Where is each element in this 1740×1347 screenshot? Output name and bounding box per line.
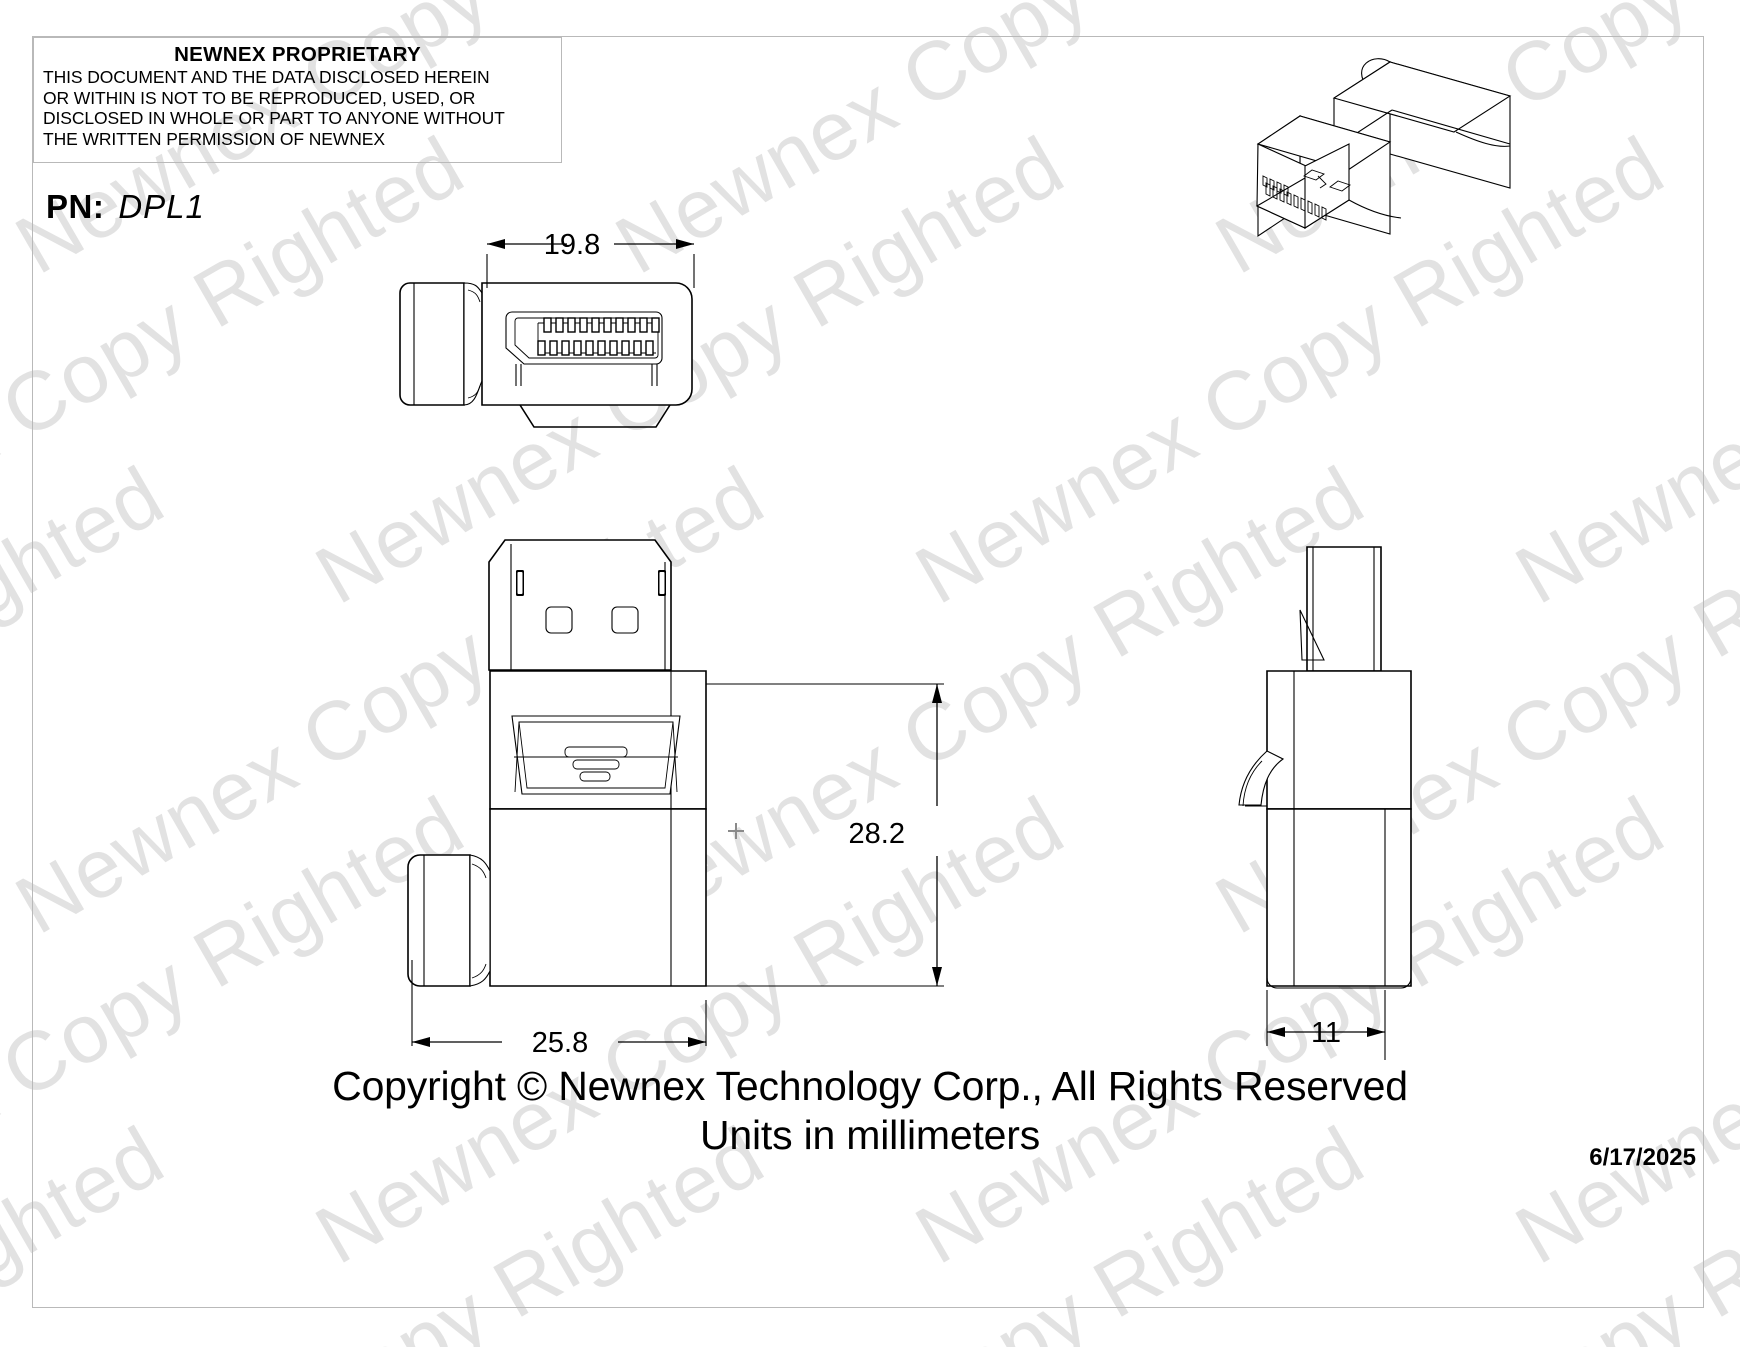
proprietary-line-2: OR WITHIN IS NOT TO BE REPRODUCED, USED,…	[43, 87, 476, 108]
copyright-text: Copyright © Newnex Technology Corp., All…	[332, 1063, 1408, 1109]
view-side	[1238, 546, 1412, 989]
proprietary-notice-box: NEWNEX PROPRIETARY THIS DOCUMENT AND THE…	[33, 37, 562, 163]
dimension-label-19-8: 19.8	[544, 229, 600, 261]
footer: Copyright © Newnex Technology Corp., All…	[0, 1063, 1740, 1159]
proprietary-line-3: DISCLOSED IN WHOLE OR PART TO ANYONE WIT…	[43, 108, 505, 128]
proprietary-title: NEWNEX PROPRIETARY	[174, 43, 421, 66]
part-number-value: DPL1	[118, 188, 205, 225]
view-connector-face	[399, 282, 693, 428]
units-text: Units in millimeters	[700, 1112, 1040, 1158]
dimension-label-25-8: 25.8	[532, 1027, 588, 1059]
proprietary-line-4: THE WRITTEN PERMISSION OF NEWNEX	[43, 128, 385, 149]
view-main-front	[407, 539, 707, 987]
dimension-11: 11	[1266, 990, 1386, 1060]
drawing-frame	[32, 36, 1704, 1308]
dimension-28-2: 28.2	[706, 683, 944, 987]
center-mark	[728, 823, 744, 839]
isometric-contacts	[1262, 175, 1327, 221]
dimension-label-28-2: 28.2	[849, 818, 905, 850]
part-number-row: PN: DPL1	[46, 188, 205, 226]
contact-row-top	[543, 317, 660, 333]
view-isometric	[1255, 58, 1512, 238]
dimension-label-11: 11	[1311, 1017, 1341, 1049]
contact-row-bottom	[537, 340, 654, 356]
dimension-19-8: 19.8	[486, 229, 695, 288]
dimension-25-8: 25.8	[411, 960, 707, 1059]
proprietary-line-1: THIS DOCUMENT AND THE DATA DISCLOSED HER…	[43, 67, 490, 87]
part-number-label: PN:	[46, 188, 105, 225]
date-stamp: 6/17/2025	[1589, 1144, 1696, 1171]
